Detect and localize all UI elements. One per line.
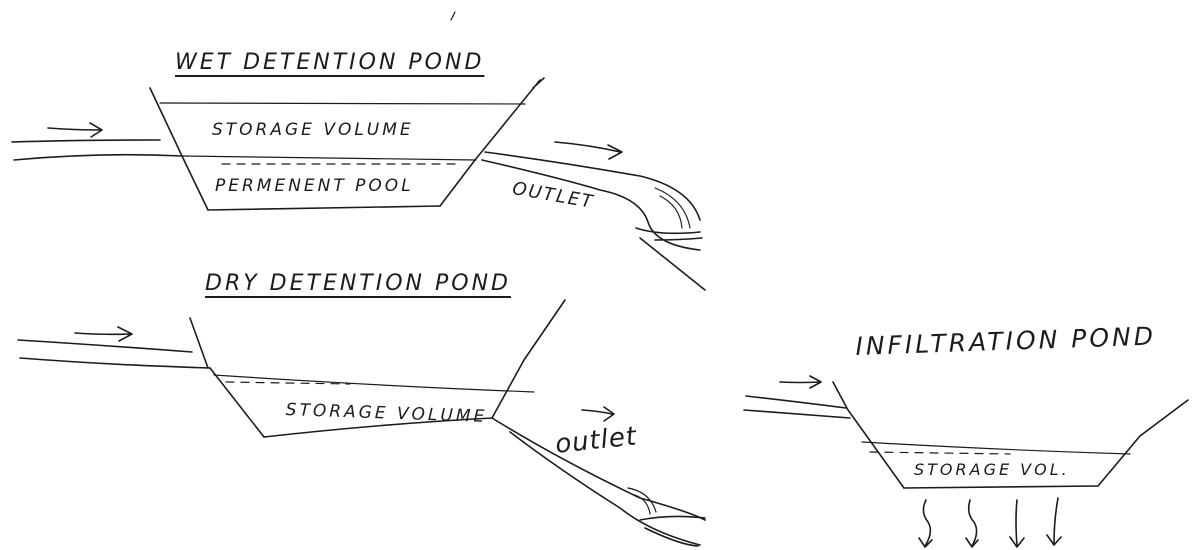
inf-left-bank <box>833 382 904 488</box>
stray-mark <box>451 12 455 20</box>
dry-outflow-arrow <box>582 407 614 421</box>
dry-receiving-water <box>640 516 705 546</box>
wet-right-upper-bank <box>475 78 544 160</box>
infiltration-storage-label: STORAGE VOL. <box>914 462 1070 478</box>
inf-arrow-1 <box>919 500 932 547</box>
wet-storage-volume-label: STORAGE VOLUME <box>212 122 414 139</box>
wet-pool-line <box>182 156 476 160</box>
inf-inflow-arrow <box>780 376 821 388</box>
dry-left-bank <box>210 368 264 437</box>
inf-water-dashes <box>870 452 1010 454</box>
dry-left-bank-upper <box>190 318 208 368</box>
wet-right-lower-bank <box>440 160 475 206</box>
dry-inflow-arrow <box>75 327 132 341</box>
wet-water-surface <box>160 103 525 104</box>
wet-receiving-bank <box>636 228 705 290</box>
inf-inflow-channel <box>744 396 850 418</box>
inf-arrow-4 <box>1047 498 1061 545</box>
wet-inflow-arrow <box>48 123 102 137</box>
wet-outfall-arcs <box>655 188 690 228</box>
inf-right-bank <box>1098 400 1188 486</box>
wet-inflow-channel <box>12 140 182 160</box>
dry-right-bank <box>492 300 565 418</box>
wet-left-bank <box>150 88 208 210</box>
inf-pond-bottom <box>904 486 1098 488</box>
wet-pond-bottom <box>208 206 440 210</box>
inf-arrow-2 <box>966 500 978 547</box>
dry-inflow-channel <box>18 340 210 368</box>
dry-pond-drawing <box>18 300 705 546</box>
wet-pond-title: WET DETENTION POND <box>175 52 484 74</box>
wet-outflow-arrow <box>555 142 622 159</box>
inf-arrow-3 <box>1010 500 1024 547</box>
dry-water-surface <box>214 375 534 392</box>
wet-permanent-pool-label: PERMENENT POOL <box>215 178 414 195</box>
dry-pond-title: DRY DETENTION POND <box>205 273 511 295</box>
